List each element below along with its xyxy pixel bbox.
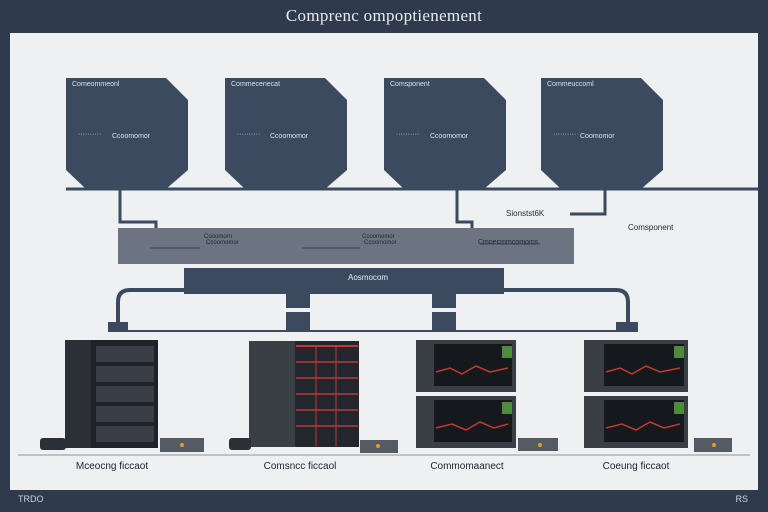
bus-bar [118, 228, 574, 264]
rail-stem-2a [286, 294, 310, 308]
connector-module-1 [118, 189, 158, 230]
side-label-b: Comsponent [628, 223, 674, 232]
module-4-title: Commeuccoml [547, 81, 594, 88]
module-4-right-label: Coomomor [580, 133, 615, 140]
distribution-rail [116, 288, 630, 330]
diagram-title: Comprenc ompoptienement [285, 6, 483, 25]
server-unit-3 [416, 340, 558, 451]
unit-3-caption: Commomaanect [430, 461, 504, 472]
module-shape-4 [541, 78, 663, 189]
unit-1-caption: Mceocng ficcaot [75, 461, 149, 472]
bus-label-1: Cooomorn [204, 234, 233, 240]
connector-module-3 [455, 189, 474, 230]
module-1-title: Comeommeonl [72, 81, 120, 88]
rail-stem-3b [432, 312, 456, 330]
bus-label-3: Ccoomomor [362, 234, 395, 240]
rail-foot-4 [616, 322, 638, 332]
module-3-right-label: Ccoomomor [430, 133, 469, 140]
footer-right-label: RS [735, 494, 748, 504]
unit-2-caption: Comsncc ficcaol [263, 461, 337, 472]
side-label-a: Sionstst6K [506, 209, 545, 218]
bus-label-right: Cmoecmmcomoms [478, 239, 539, 246]
footer-left-label: TRDO [18, 494, 44, 504]
module-shape-1 [66, 78, 188, 189]
bus-label-2: Ccoomomor [206, 240, 239, 246]
server-unit-2 [229, 341, 398, 453]
unit-4-caption: Coeung ficcaot [602, 461, 670, 472]
rail-foot-1 [108, 322, 128, 332]
module-4-left-label: ·········· [553, 131, 577, 138]
rail-stem-3a [432, 294, 456, 308]
module-1-left-label: ·········· [78, 131, 102, 138]
module-2-left-label: ·········· [237, 131, 261, 138]
module-3-title: Comsponent [390, 81, 430, 88]
module-3-left-label: ·········· [396, 131, 420, 138]
server-unit-1 [40, 340, 204, 452]
module-1-right-label: Ccoomomor [112, 133, 151, 140]
module-2-title: Commecenecat [231, 81, 281, 88]
module-shape-3 [384, 78, 506, 189]
bus-label-4: Ccoomomor [364, 240, 397, 246]
module-2-right-label: Ccoomomor [270, 133, 309, 140]
rail-stem-2b [286, 312, 310, 330]
server-unit-4 [584, 340, 732, 452]
center-label: Aosmocom [348, 273, 389, 282]
module-shape-2 [225, 78, 347, 189]
connector-module-4 [570, 189, 607, 216]
